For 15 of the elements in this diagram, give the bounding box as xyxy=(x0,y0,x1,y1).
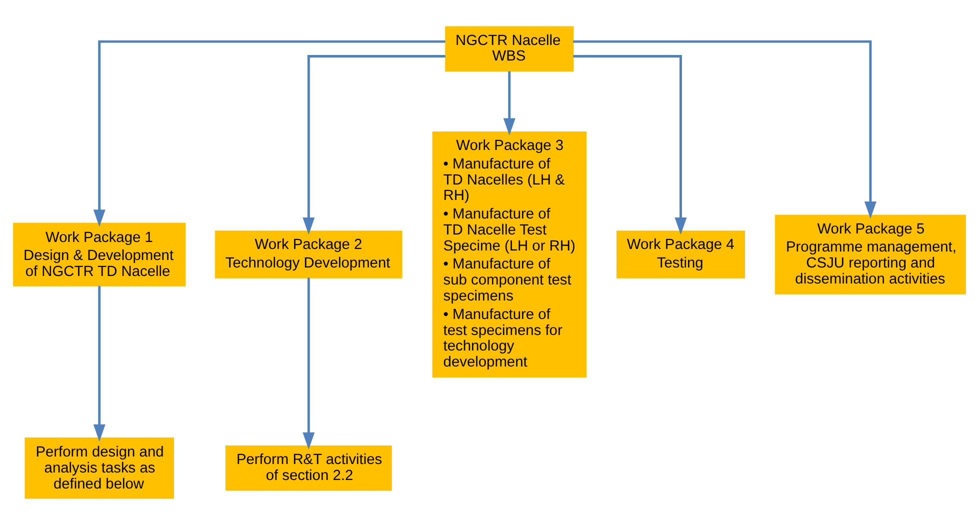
arrow xyxy=(573,40,876,218)
node-box: Perform R&T activities of section 2.2 xyxy=(225,444,392,490)
node-box: Work Package 1 Design & Development of NGCTR TD Nacelle xyxy=(13,222,186,286)
node-box: Perform design and analysis tasks as defined below xyxy=(24,437,174,498)
arrow xyxy=(302,277,315,450)
node-box: Work Package 2 Technology Development xyxy=(215,230,402,278)
arrow xyxy=(93,286,106,442)
arrow xyxy=(573,54,687,234)
node-box: NGCTR Nacelle WBS xyxy=(445,26,574,72)
node-box: Work Package 4 Testing xyxy=(616,230,745,278)
arrow xyxy=(93,40,446,226)
node-box: Work Package 5 Programme management, CSJU reporting and dissemination activities xyxy=(774,214,966,294)
arrow xyxy=(503,70,516,135)
arrow xyxy=(302,54,446,234)
node-box: Work Package 3 • Manufacture of TD Nacelles (LH & RH) • Manufacture of TD Nacelle Test Specime (LH or RH) • Manufacture of sub component test specimens • Manufacture of test specimens for technology development xyxy=(432,131,586,378)
